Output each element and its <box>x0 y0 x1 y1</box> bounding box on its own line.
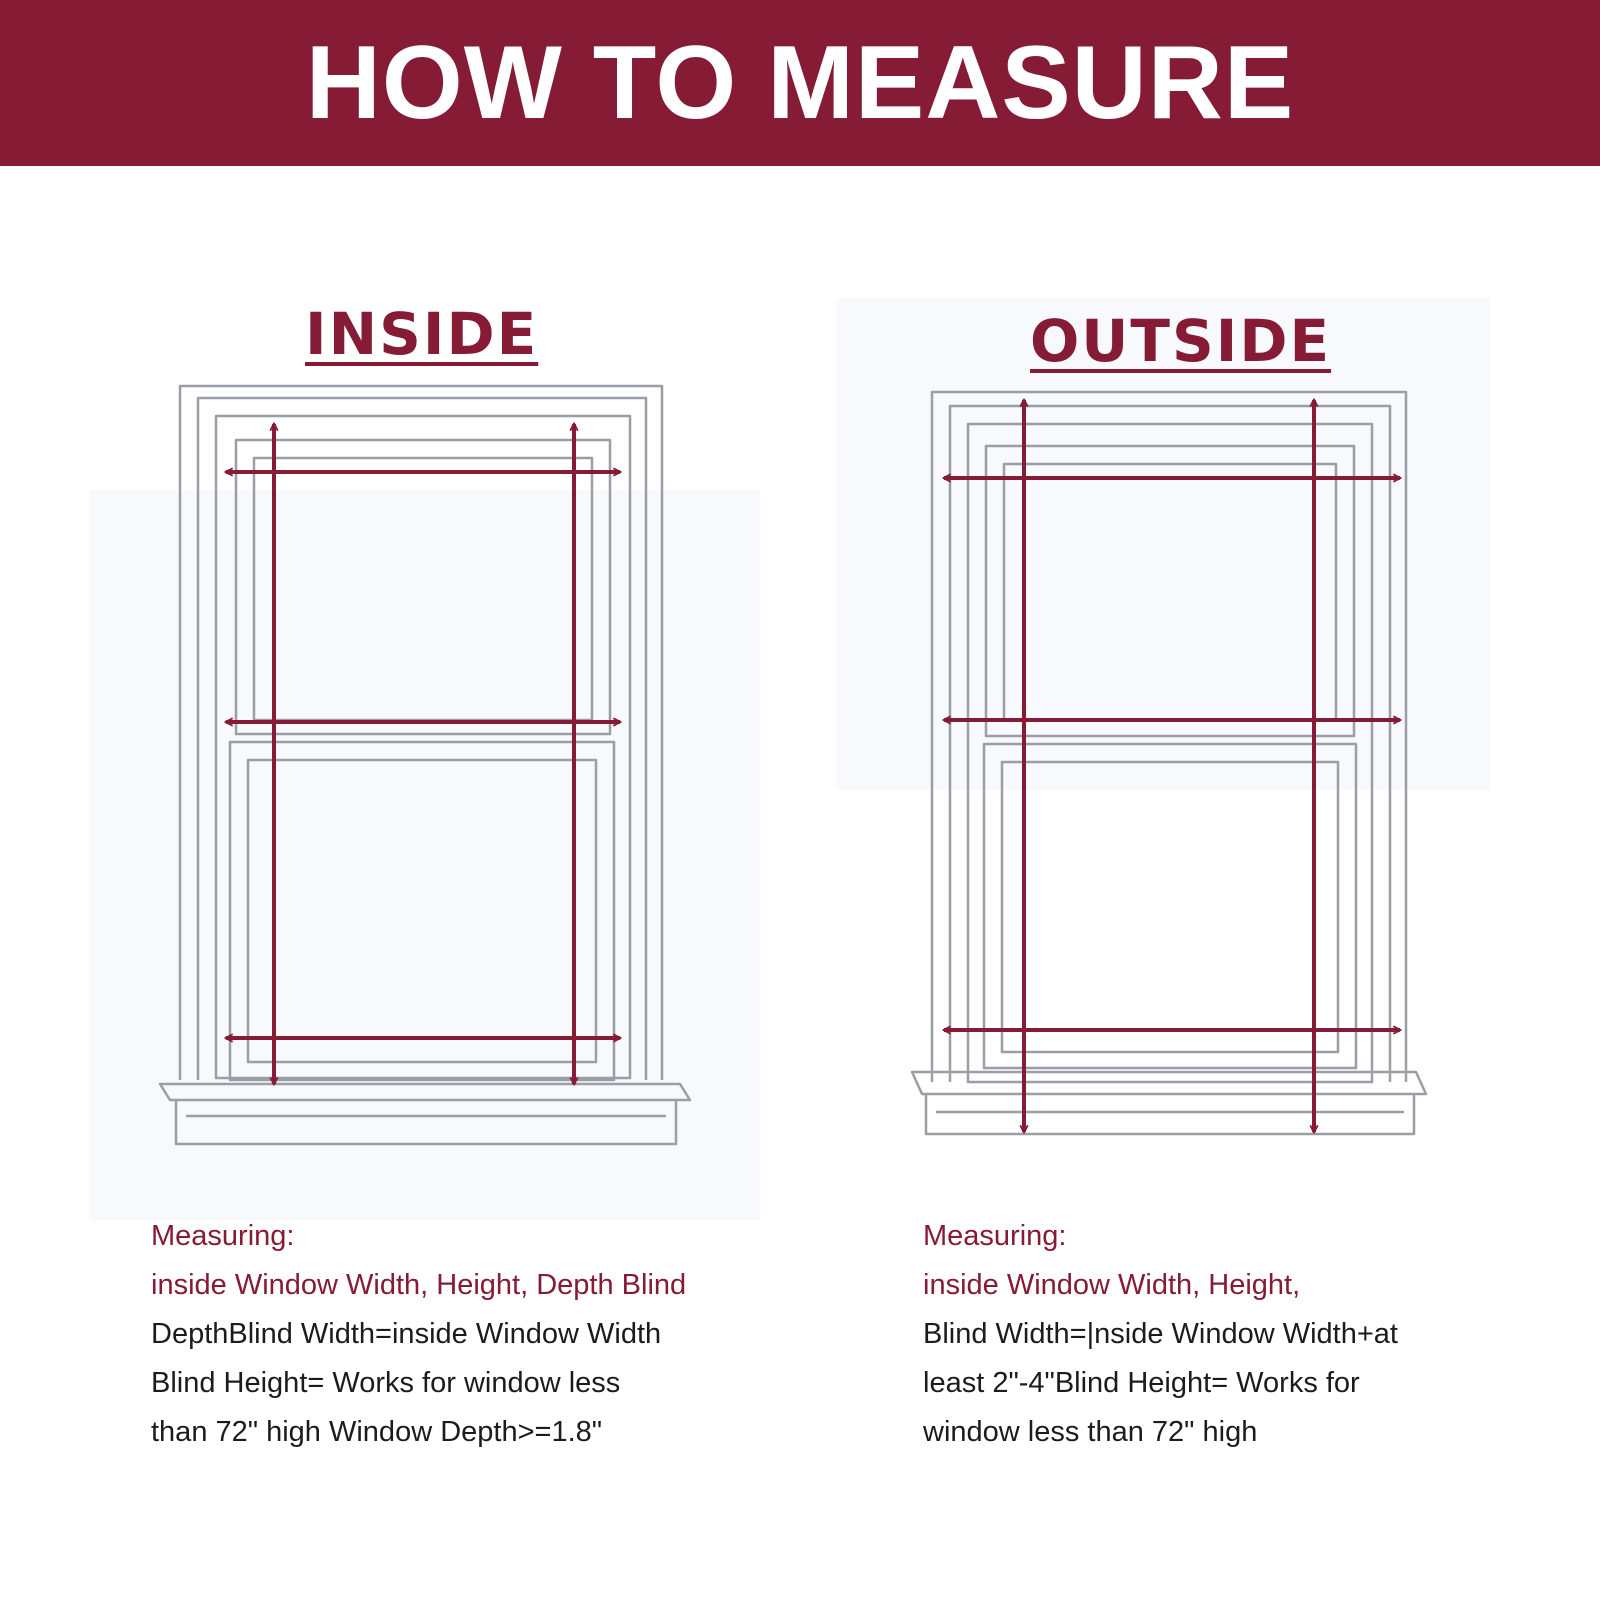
outside-notes-subheading: inside Window Width, Height, <box>923 1269 1301 1301</box>
inside-outer-casing <box>178 384 664 1080</box>
inside-notes: Measuring: inside Window Width, Height, … <box>151 1212 791 1457</box>
outside-title: OUTSIDE <box>1030 307 1332 375</box>
outside-sill-top <box>910 1070 1428 1096</box>
outside-lower-sash-inner <box>1000 760 1340 1054</box>
outside-casing-inner <box>948 404 1392 1082</box>
page-title: HOW TO MEASURE <box>305 25 1295 141</box>
inside-upper-sash-inner <box>252 456 594 722</box>
outside-notes-line-3: window less than 72" high <box>923 1416 1258 1448</box>
inside-notes-line-2: Blind Height= Works for window less <box>151 1367 621 1399</box>
inside-notes-line-3: than 72" high Window Depth>=1.8" <box>151 1416 603 1448</box>
outside-measure-arrows <box>944 400 1400 1132</box>
outside-notes-heading: Measuring: <box>923 1220 1067 1252</box>
inside-upper-sash <box>234 438 612 736</box>
window-diagrams <box>158 384 1428 1146</box>
inside-sill-top <box>158 1082 692 1102</box>
inside-notes-line-1: DepthBlind Width=inside Window Width <box>151 1318 662 1350</box>
inside-lower-sash <box>228 740 616 1082</box>
inside-casing-left-inner <box>196 396 648 1080</box>
outside-notes: Measuring: inside Window Width, Height, … <box>923 1212 1563 1457</box>
outside-upper-sash <box>984 444 1356 738</box>
outside-sill-front <box>924 1094 1416 1136</box>
inside-panel-background <box>90 490 760 1220</box>
inside-jamb <box>214 414 632 1080</box>
inside-window-illustration <box>158 384 692 1146</box>
outside-lower-sash <box>982 742 1358 1070</box>
outside-jamb <box>966 422 1374 1084</box>
inside-lower-sash-inner <box>246 758 598 1064</box>
outside-upper-sash-inner <box>1002 462 1338 722</box>
inside-measure-arrows <box>226 424 620 1084</box>
outside-window-illustration <box>910 390 1428 1136</box>
outside-notes-line-2: least 2"-4"Blind Height= Works for <box>923 1367 1360 1399</box>
inside-notes-subheading: inside Window Width, Height, Depth Blind <box>151 1269 687 1301</box>
inside-title: INSIDE <box>305 300 539 368</box>
inside-sill-front <box>174 1100 678 1146</box>
inside-notes-heading: Measuring: <box>151 1220 295 1252</box>
outside-panel-background <box>836 298 1490 790</box>
outside-outer-casing <box>930 390 1408 1082</box>
outside-notes-line-1: Blind Width=|nside Window Width+at <box>923 1318 1398 1350</box>
header-banner <box>0 0 1600 166</box>
